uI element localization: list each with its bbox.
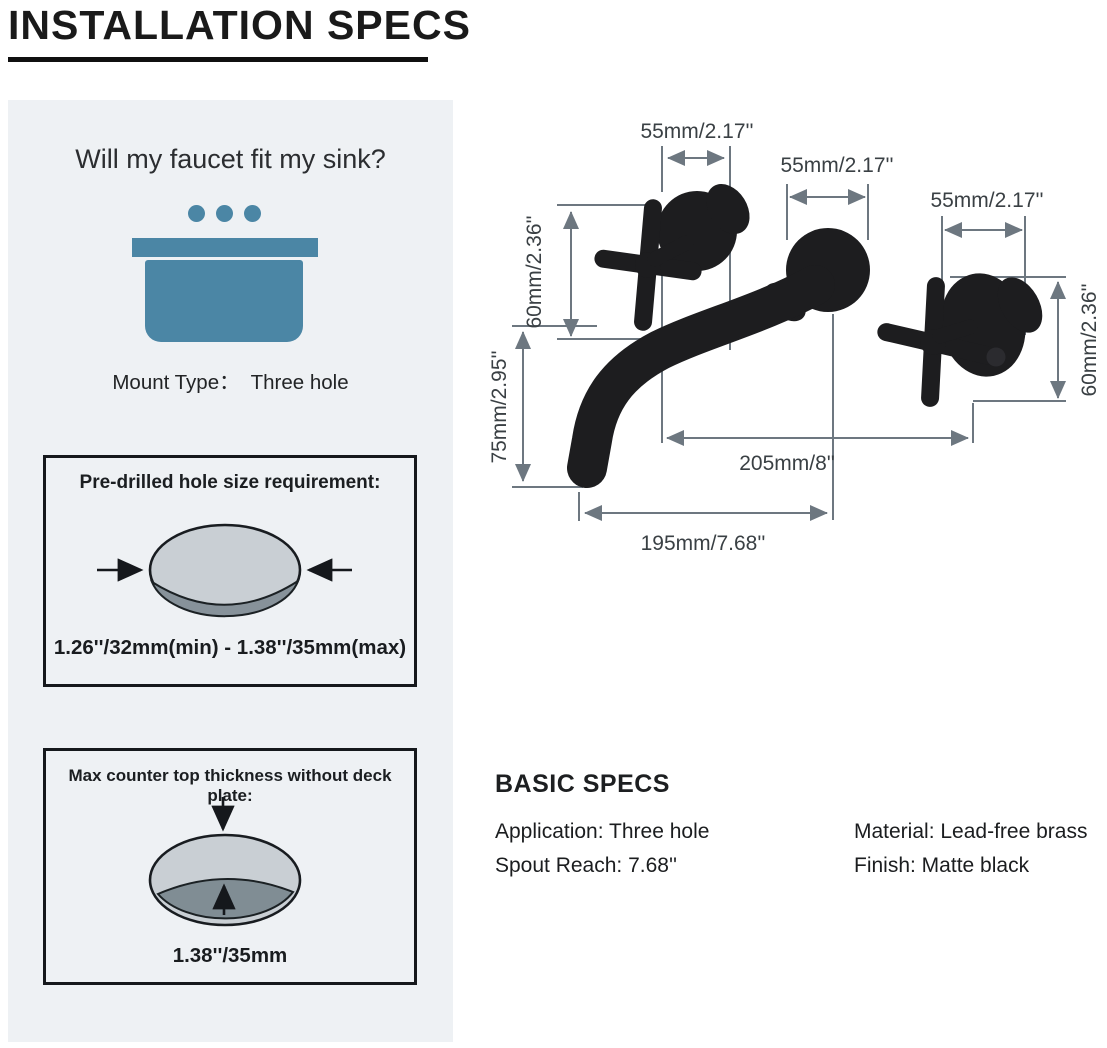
sink-fit-panel: Will my faucet fit my sink? Mount Type： … bbox=[8, 100, 453, 1042]
faucet-spout bbox=[567, 265, 835, 488]
title-underline bbox=[8, 57, 428, 62]
dim-label-handle-spread: 205mm/8'' bbox=[739, 452, 835, 475]
dim-label-left-handle-width: 55mm/2.17'' bbox=[640, 120, 753, 143]
basic-specs-heading: BASIC SPECS bbox=[495, 770, 670, 798]
thickness-box: Max counter top thickness without deck p… bbox=[43, 748, 417, 985]
spec-material: Material: Lead-free brass bbox=[854, 820, 1088, 843]
thickness-title: Max counter top thickness without deck p… bbox=[68, 766, 392, 805]
dim-label-left-handle-height: 60mm/2.36'' bbox=[523, 215, 546, 328]
hole-size-box: Pre-drilled hole size requirement: 1.26'… bbox=[43, 455, 417, 687]
spec-finish: Finish: Matte black bbox=[854, 854, 1030, 877]
hole-size-title: Pre-drilled hole size requirement: bbox=[79, 472, 381, 493]
page-title: INSTALLATION SPECS bbox=[8, 2, 471, 48]
right-handle-stem bbox=[997, 277, 1043, 333]
spec-application: Application: Three hole bbox=[495, 820, 710, 843]
basic-specs-section: BASIC SPECS Application: Three hole Spou… bbox=[495, 770, 1095, 883]
faucet-diagram: 55mm/2.17'' 55mm/2.17'' 55mm/2.17'' 60mm… bbox=[488, 120, 1101, 555]
faucet-hole-dot-icon bbox=[244, 205, 261, 222]
dimension-arrows bbox=[515, 150, 1066, 521]
dim-label-right-handle-width: 55mm/2.17'' bbox=[930, 189, 1043, 212]
dim-label-right-handle-height: 60mm/2.36'' bbox=[1078, 283, 1101, 396]
left-handle-stem bbox=[706, 183, 750, 235]
hole-inner-shadow bbox=[149, 578, 300, 618]
hole-size-value: 1.26''/32mm(min) - 1.38''/35mm(max) bbox=[53, 636, 407, 659]
sink-countertop-icon bbox=[132, 238, 318, 257]
dim-label-spout-plate-width: 55mm/2.17'' bbox=[780, 154, 893, 177]
right-handle-cap bbox=[986, 347, 1006, 367]
spec-spout-reach: Spout Reach: 7.68'' bbox=[495, 854, 677, 877]
hole-size-illustration bbox=[97, 523, 352, 618]
faucet-hole-dot-icon bbox=[216, 205, 233, 222]
faucet-body bbox=[567, 183, 1043, 488]
faucet-hole-dot-icon bbox=[188, 205, 205, 222]
mount-type-label: Mount Type： Three hole bbox=[112, 371, 349, 394]
dim-label-spout-drop: 75mm/2.95'' bbox=[488, 350, 511, 463]
dim-label-spout-reach: 195mm/7.68'' bbox=[641, 532, 766, 555]
basic-specs-grid: Application: Three hole Spout Reach: 7.6… bbox=[495, 815, 1095, 883]
sink-basin-icon bbox=[145, 260, 303, 342]
thickness-illustration bbox=[148, 797, 302, 927]
thickness-value: 1.38''/35mm bbox=[172, 944, 288, 967]
sink-fit-question: Will my faucet fit my sink? bbox=[75, 144, 386, 174]
